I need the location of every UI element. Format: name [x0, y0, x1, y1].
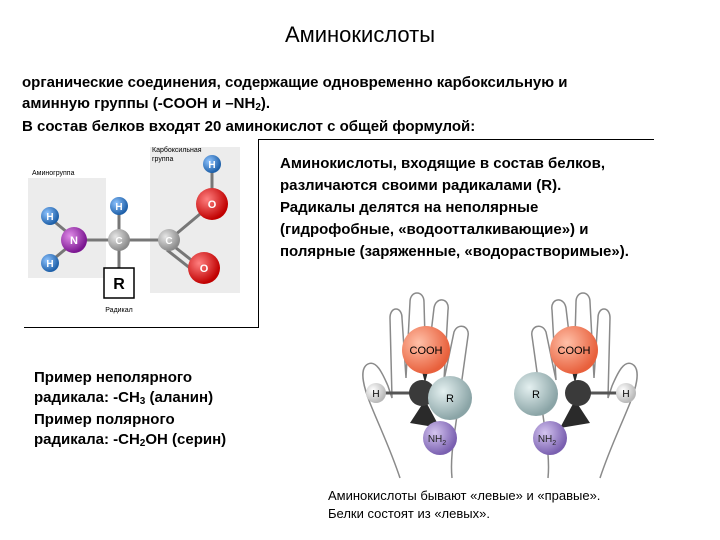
hydrogen-label: H: [372, 389, 379, 400]
hydrogen-atom-label: H: [46, 259, 53, 270]
example-line-2-text: радикала: -CH: [34, 389, 140, 406]
intro-line-2-text: аминную группы (-COOH и –NH: [22, 95, 256, 112]
hydrogen-atom: [110, 197, 128, 215]
frame-line-left: [258, 139, 259, 327]
r-atom: [428, 376, 472, 420]
hydrogen-atom: [41, 207, 59, 225]
central-carbon: [565, 380, 591, 406]
nitrogen-atom: [61, 227, 87, 253]
intro-line-1: органические соединения, содержащие одно…: [22, 74, 568, 91]
intro-text: органические соединения, содержащие одно…: [22, 72, 702, 137]
r-label: R: [532, 389, 540, 401]
radicals-line-2: различаются своими радикалами (R).: [280, 177, 562, 194]
hydrogen-atom-label: H: [115, 202, 122, 213]
nh2-atom: [423, 421, 457, 455]
example-line-2-end: (аланин): [145, 389, 214, 406]
carbon-atom: [158, 229, 180, 251]
carbon-atom-label: C: [165, 236, 172, 247]
oxygen-atom-label: O: [208, 199, 217, 211]
example-line-4-end: OH (серин): [145, 431, 227, 448]
example-line-4-subscript: 2: [139, 438, 146, 449]
carboxyl-group-label-2: группа: [152, 156, 173, 163]
amino-group-label: Аминогруппа: [32, 170, 75, 177]
hydrogen-label: H: [622, 389, 629, 400]
example-line-4: радикала: -CH2OH (серин): [34, 430, 294, 452]
r-label: R: [446, 393, 454, 405]
radicals-line-1: Аминокислоты, входящие в состав белков,: [280, 155, 605, 172]
chirality-hands-illustration: COOH H R NH2 COOH H R NH2: [362, 292, 638, 479]
nh2-atom: [533, 421, 567, 455]
radicals-line-4: (гидрофобные, «водоотталкивающие») и: [280, 221, 589, 238]
radical-symbol: R: [113, 276, 125, 293]
right-hand-outline: [531, 292, 638, 479]
frame-line-top: [258, 139, 654, 140]
carbon-atom-label: C: [115, 236, 122, 247]
chirality-caption: Аминокислоты бывают «левые» и «правые». …: [328, 487, 708, 523]
hydrogen-atom-label: H: [46, 212, 53, 223]
carboxyl-group-label-1: Карбоксильная: [152, 146, 202, 154]
right-molecule: COOH H R NH2: [514, 326, 636, 455]
radical-examples: Пример неполярного радикала: -CH3 (алани…: [34, 368, 294, 452]
example-line-4-text: радикала: -CH: [34, 431, 140, 448]
nh2-label: NH2: [428, 434, 446, 447]
oxygen-atom: [196, 188, 228, 220]
radicals-description: Аминокислоты, входящие в состав белков, …: [280, 153, 700, 263]
radicals-line-5: полярные (заряженные, «водорастворимые»)…: [280, 243, 629, 260]
hydrogen-atom-label: H: [208, 160, 215, 171]
example-line-2-subscript: 3: [139, 396, 146, 407]
hydrogen-atom: [616, 383, 636, 403]
amino-acid-formula-diagram: Аминогруппа Карбоксильная группа H H N H…: [28, 146, 240, 314]
radicals-line-3: Радикалы делятся на неполярные: [280, 199, 539, 216]
hydrogen-atom: [203, 155, 221, 173]
radical-box: [103, 267, 135, 299]
oxygen-atom: [188, 252, 220, 284]
carbon-atom: [108, 229, 130, 251]
cooh-label: COOH: [558, 345, 591, 357]
nitrogen-atom-label: N: [70, 235, 78, 247]
intro-line-2-end: ).: [260, 95, 271, 112]
hydrogen-atom: [366, 383, 386, 403]
example-line-3: Пример полярного: [34, 411, 175, 428]
example-line-2: радикала: -CH3 (аланин): [34, 388, 294, 410]
caption-line-2: Белки состоят из «левых».: [328, 506, 490, 521]
left-hand-outline: [362, 292, 469, 479]
radical-label: Радикал: [105, 307, 133, 314]
intro-line-2: аминную группы (-COOH и –NH2).: [22, 93, 702, 116]
nh2-label: NH2: [538, 434, 556, 447]
oxygen-atom-label: O: [200, 263, 209, 275]
r-atom: [514, 372, 558, 416]
left-molecule: COOH H R NH2: [366, 326, 472, 455]
amino-group-box: [28, 178, 106, 278]
page-title: Аминокислоты: [284, 22, 436, 47]
frame-line-bottom: [24, 327, 259, 328]
caption-line-1: Аминокислоты бывают «левые» и «правые».: [328, 488, 601, 503]
cooh-atom: [402, 326, 450, 374]
intro-line-2-subscript: 2: [255, 102, 261, 113]
cooh-label: COOH: [410, 345, 443, 357]
hydrogen-atom: [41, 254, 59, 272]
cooh-atom: [550, 326, 598, 374]
intro-line-3: В состав белков входят 20 аминокислот с …: [22, 118, 476, 135]
example-line-1: Пример неполярного: [34, 369, 193, 386]
